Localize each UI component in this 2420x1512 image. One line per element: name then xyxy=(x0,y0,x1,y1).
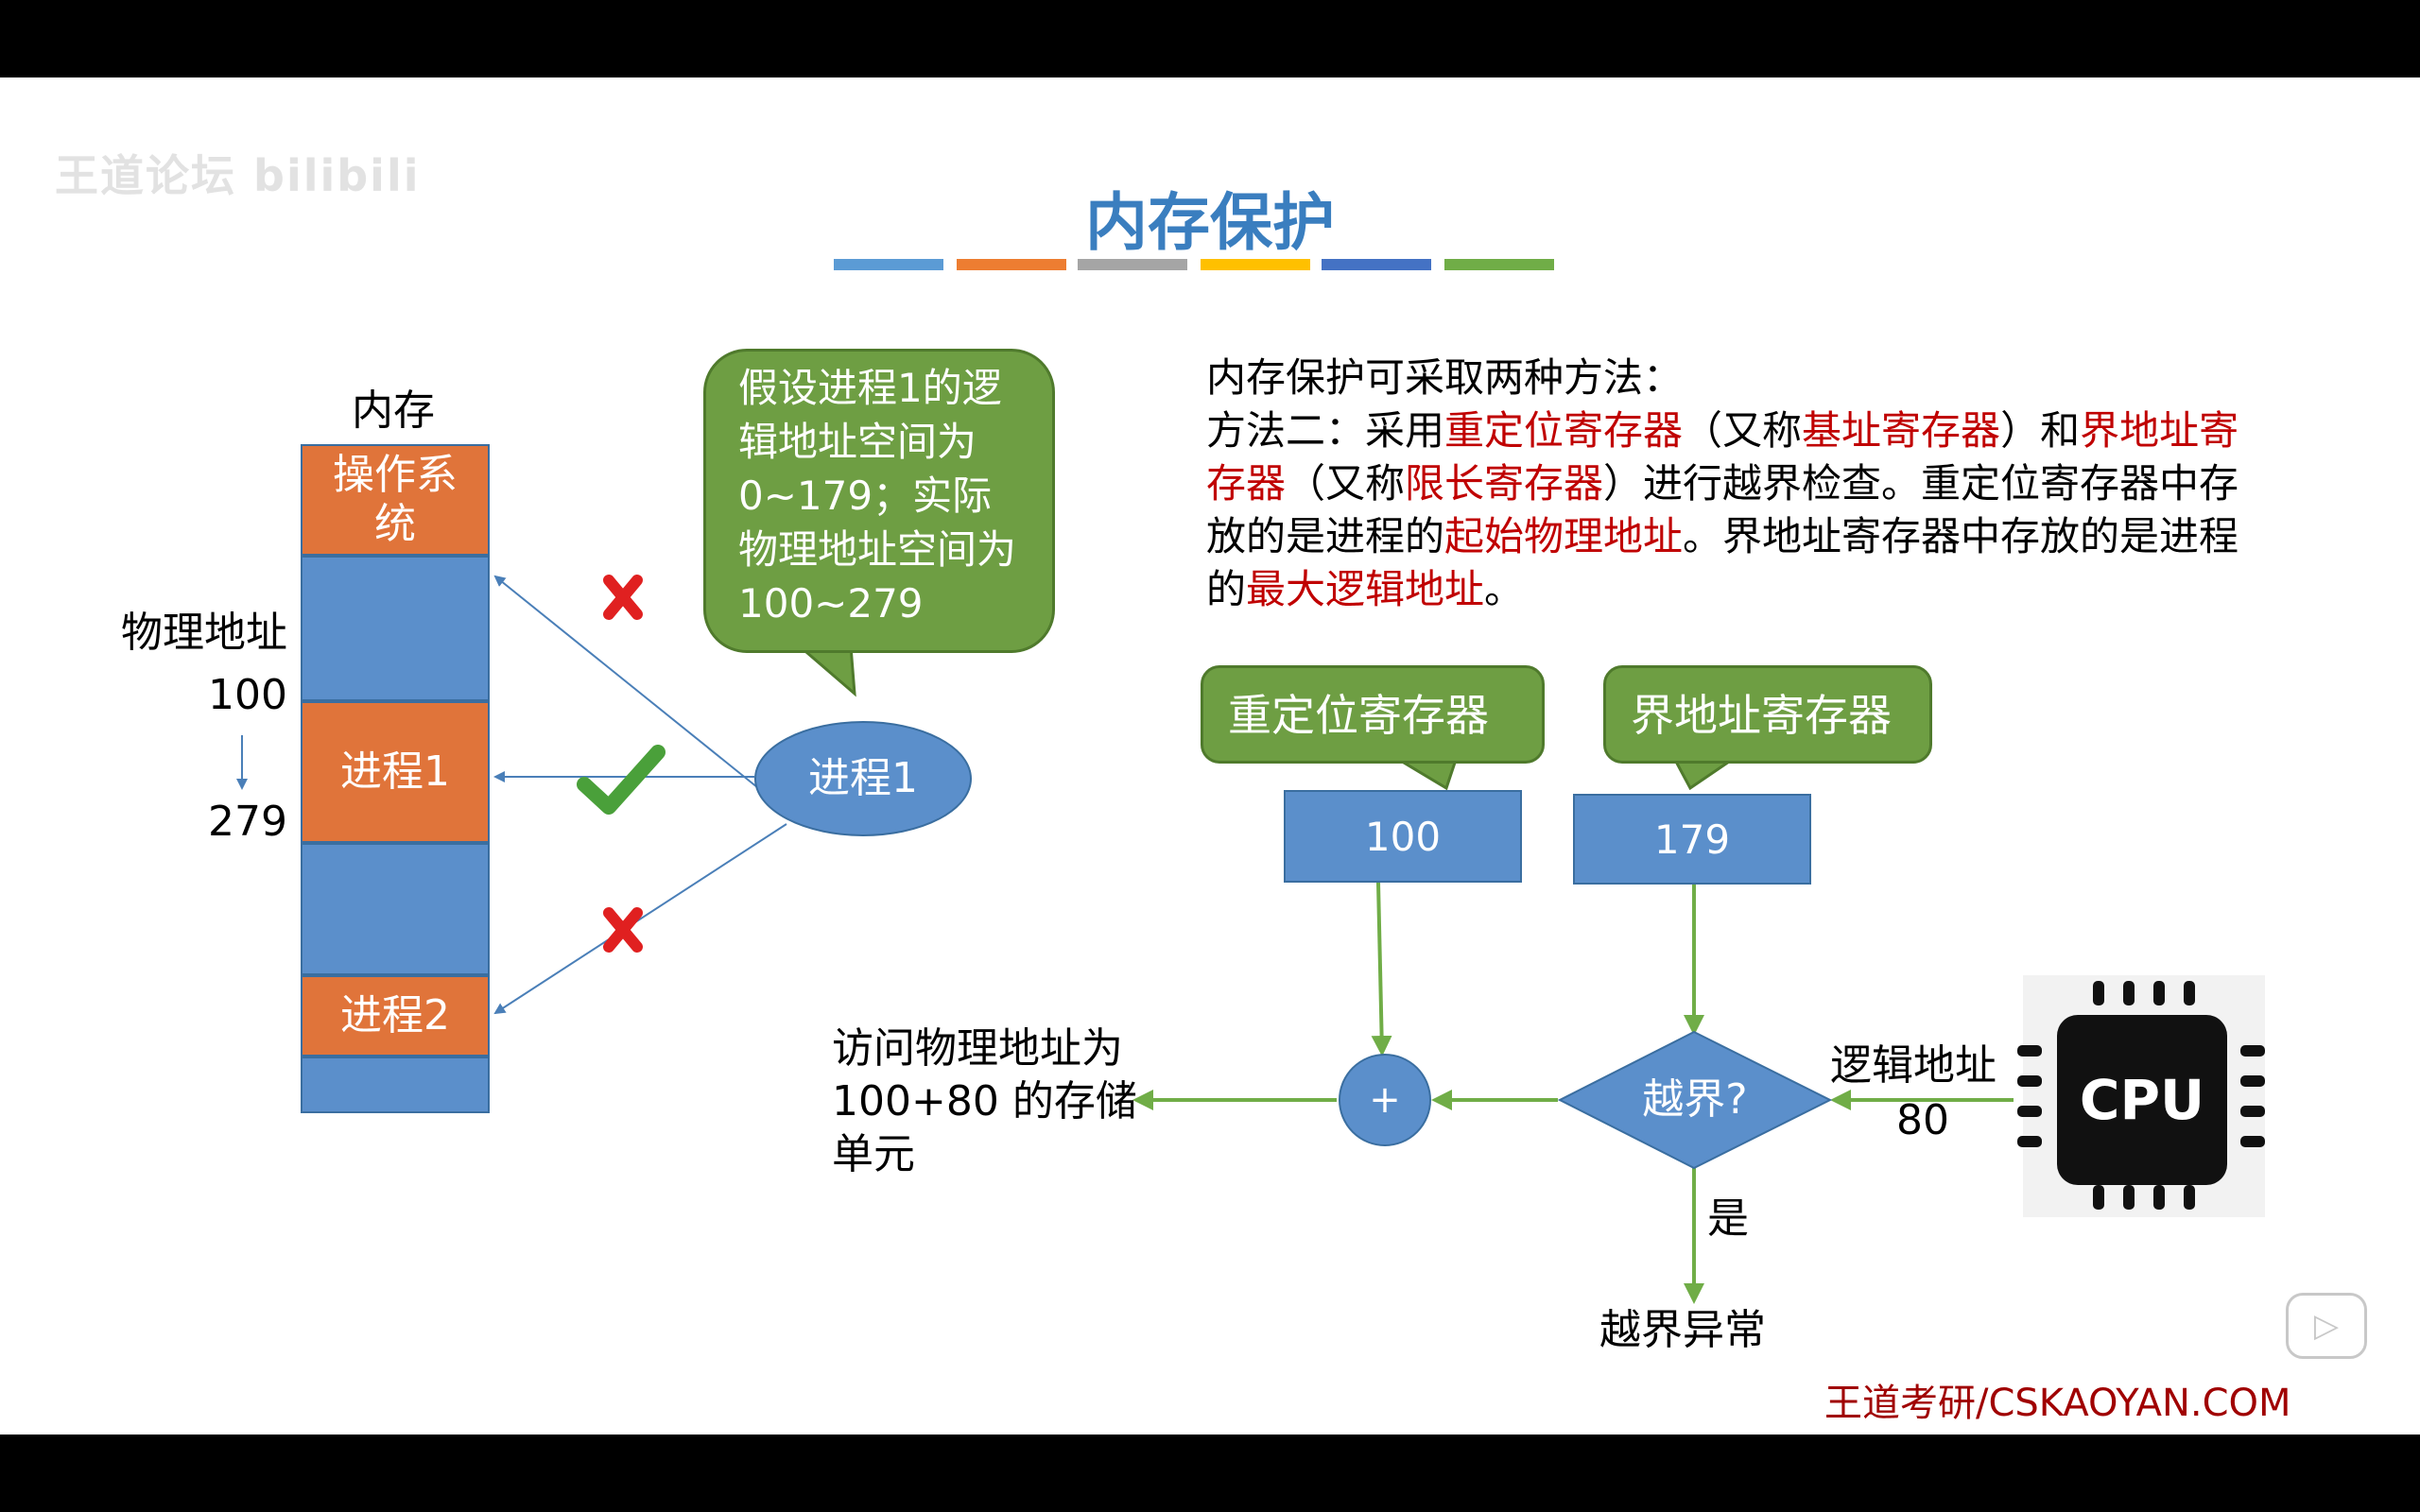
logical-address-label: 逻辑地址 xyxy=(1830,1041,1996,1090)
out-of-bounds-exception: 越界异常 xyxy=(1599,1306,1766,1354)
title-bar-3 xyxy=(1078,259,1187,270)
process-node-label: 进程1 xyxy=(808,754,918,802)
title-bar-1 xyxy=(834,259,943,270)
description-method: 方法二：采用重定位寄存器（又称基址寄存器）和界地址寄存器（又称限长寄存器）进行越… xyxy=(1206,407,2239,612)
bound-check-label: 越界? xyxy=(1642,1075,1748,1124)
connector-layer xyxy=(236,575,2265,1304)
slide: 王道论坛 bilibili 内存保护 xyxy=(0,77,2420,1435)
logical-address-value: 80 xyxy=(1896,1096,1949,1144)
memory-os-segment: 操作系统 xyxy=(301,444,490,556)
arrow-reloc-to-plus xyxy=(1371,882,1392,1057)
relocation-register-value: 100 xyxy=(1284,790,1522,883)
yes-label: 是 xyxy=(1707,1194,1749,1243)
description-intro: 内存保护可采取两种方法： xyxy=(1206,354,1684,401)
callout-tail xyxy=(795,644,856,697)
adder-circle xyxy=(1339,1054,1431,1146)
description-paragraph: 内存保护可采取两种方法： 方法二：采用重定位寄存器（又称基址寄存器）和界地址寄存… xyxy=(1206,352,2265,616)
cross-icon-bottom xyxy=(603,907,643,953)
address-end: 279 xyxy=(208,798,287,846)
title-bar-2 xyxy=(957,259,1066,270)
memory-process1-segment: 进程1 xyxy=(301,701,490,843)
limit-callout-tail xyxy=(1672,758,1737,791)
assumption-callout: 假设进程1的逻辑地址空间为 0~179；实际物理地址空间为 100~279 xyxy=(703,349,1055,653)
play-icon[interactable]: ▷ xyxy=(2286,1293,2367,1359)
limit-register-value: 179 xyxy=(1573,794,1811,885)
check-icon xyxy=(577,745,666,815)
title-bar-6 xyxy=(1444,259,1554,270)
reloc-callout-tail xyxy=(1393,758,1459,791)
address-start: 100 xyxy=(208,671,287,719)
memory-free-segment-1 xyxy=(301,556,490,701)
cpu-label: CPU xyxy=(2079,1068,2205,1132)
cross-icon-top xyxy=(603,575,643,620)
title-bar-4 xyxy=(1201,259,1310,270)
memory-free-segment-3 xyxy=(301,1057,490,1113)
access-result-text: 访问物理地址为 100+80 的存储单元 xyxy=(832,1024,1137,1178)
brand-footer: 王道考研/CSKAOYAN.COM xyxy=(1824,1382,2291,1425)
memory-process2-segment: 进程2 xyxy=(301,975,490,1057)
limit-register-callout: 界地址寄存器 xyxy=(1603,665,1932,764)
arrow-to-os xyxy=(493,575,787,812)
cpu-icon xyxy=(2017,975,2265,1217)
memory-free-segment-2 xyxy=(301,843,490,975)
watermark: 王道论坛 bilibili xyxy=(55,150,421,201)
arrow-to-process2 xyxy=(493,823,787,1015)
memory-label: 内存 xyxy=(352,387,435,435)
relocation-register-callout: 重定位寄存器 xyxy=(1201,665,1545,764)
adder-label: + xyxy=(1369,1078,1401,1122)
slide-title: 内存保护 xyxy=(1085,186,1335,259)
title-bar-5 xyxy=(1322,259,1431,270)
bound-check-diamond xyxy=(1557,1030,1833,1170)
physical-address-label: 物理地址 xyxy=(121,609,287,657)
process-node-shape xyxy=(754,721,972,836)
